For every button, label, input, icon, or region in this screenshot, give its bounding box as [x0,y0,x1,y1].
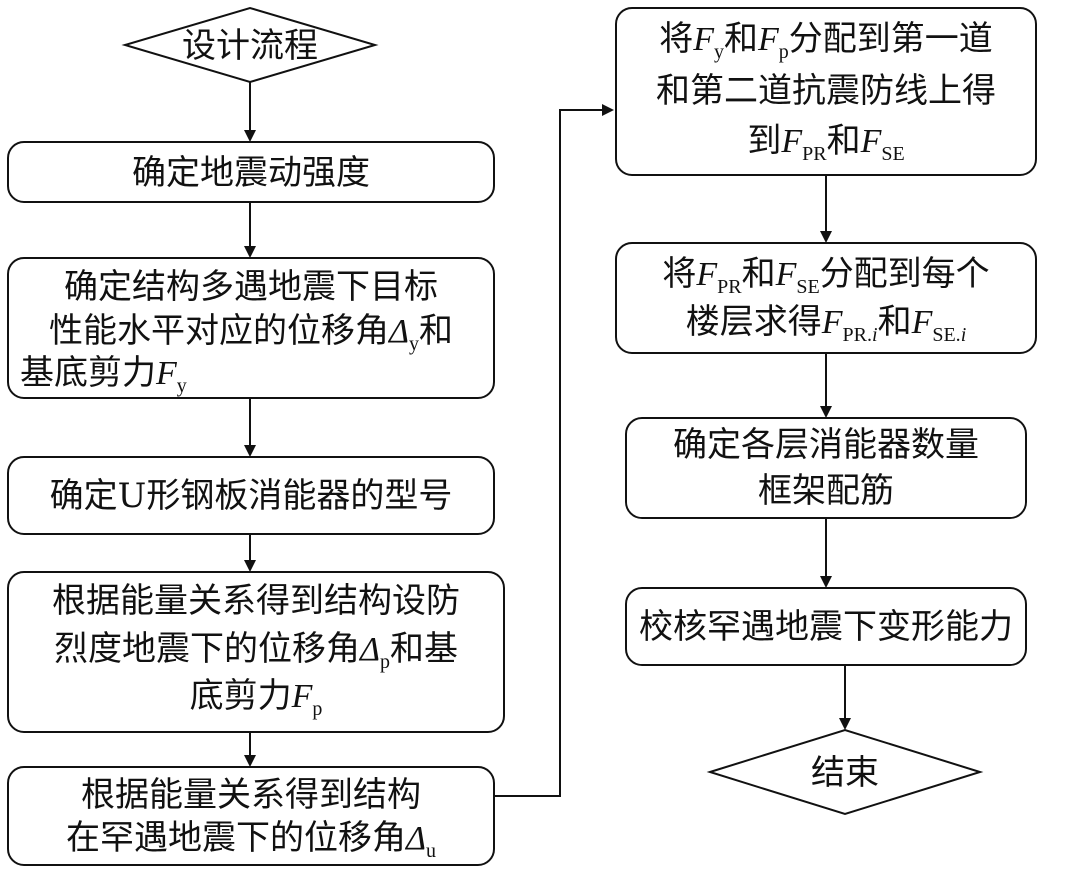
end-diamond [706,728,984,816]
n2-line1: 确定结构多遇地震下目标 [64,267,438,307]
n4-line3: 底剪力Fp [190,676,323,720]
box-rare-earthquake-drift [7,766,495,866]
n6-line1: 将Fy和Fp分配到第一道 [659,19,993,63]
end-label: 结束 [811,753,879,793]
n9-label: 校核罕遇地震下变形能力 [639,607,1013,647]
arrow-n5-to-n6 [494,104,614,797]
n5-line1: 根据能量关系得到结构 [81,775,421,815]
n5-line2: 在罕遇地震下的位移角Δu [66,818,436,862]
start-diamond [121,6,379,84]
n2-line3: 基底剪力Fy [20,353,187,397]
box-design-earthquake [7,571,505,733]
n6-line3: 到FPR和FSE [747,121,904,165]
n8-line1: 确定各层消能器数量 [673,425,979,465]
n4-line1: 根据能量关系得到结构设防 [52,581,460,621]
n7-line1: 将FPR和FSE分配到每个 [662,254,989,298]
box-deformation-check [625,587,1027,666]
n4-line2: 烈度地震下的位移角Δp和基 [54,629,458,673]
n1-label: 确定地震动强度 [132,153,370,193]
start-label: 设计流程 [182,26,318,66]
n2-line2: 性能水平对应的位移角Δy和 [49,311,453,355]
n8-line2: 框架配筋 [758,471,894,511]
n7-line2: 楼层求得FPR.i和FSE.i [686,302,967,346]
n6-line2: 和第二道抗震防线上得 [656,71,996,111]
n3-label: 确定U形钢板消能器的型号 [50,476,453,516]
